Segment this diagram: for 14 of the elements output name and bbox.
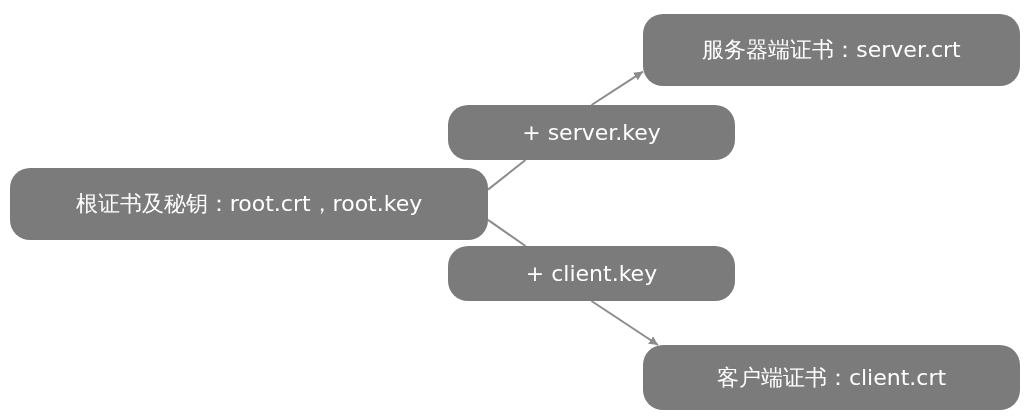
- rounded-box: [643, 345, 1020, 410]
- rounded-box: [643, 14, 1020, 86]
- rounded-box: [448, 246, 735, 301]
- rounded-box: [10, 168, 488, 240]
- box-label: 客户端证书：client.crt: [716, 363, 947, 392]
- box-label: + server.key: [522, 120, 661, 145]
- box-label: 根证书及秘钥：root.crt，root.key: [75, 190, 423, 218]
- arrow: [590, 70, 644, 106]
- rounded-box: [448, 105, 735, 160]
- connector-line: [487, 159, 527, 191]
- box-label: + client.key: [525, 261, 658, 286]
- box-label: 服务器端证书：server.crt: [702, 36, 961, 64]
- arrow: [590, 300, 660, 346]
- connector-line: [487, 218, 527, 247]
